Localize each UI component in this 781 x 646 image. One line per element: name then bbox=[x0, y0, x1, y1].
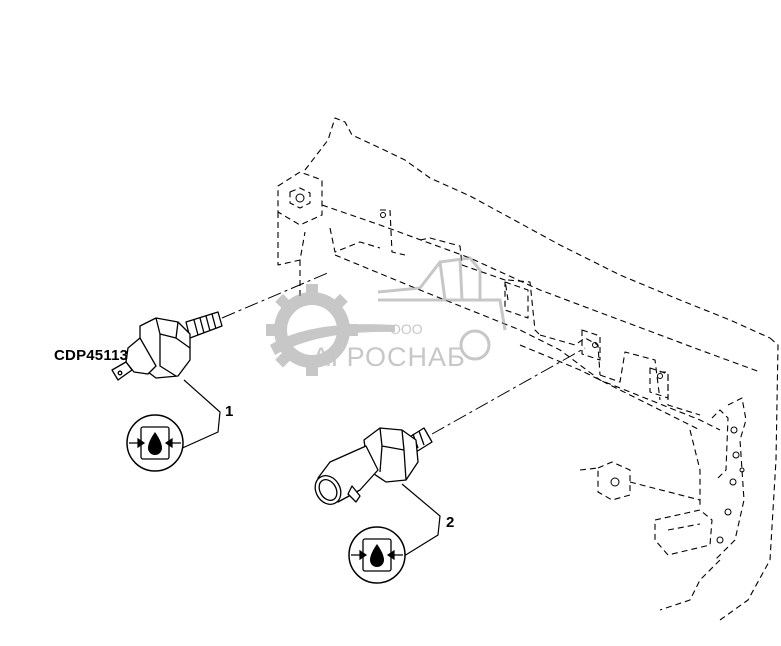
arrow-right-icon bbox=[129, 437, 146, 449]
oil-pressure-symbol-2 bbox=[348, 526, 406, 584]
oil-pressure-symbol-1 bbox=[126, 414, 184, 472]
harvester-icon bbox=[377, 256, 507, 361]
oil-drop-icon bbox=[148, 432, 162, 455]
figure-code: CDP45113 bbox=[54, 347, 129, 364]
watermark: ООО АГРОСНАБ bbox=[266, 256, 507, 376]
arrow-left-icon bbox=[164, 437, 181, 449]
watermark-prefix: ООО bbox=[390, 321, 423, 337]
arrow-right-icon bbox=[351, 549, 368, 561]
oil-pressure-sensor bbox=[314, 427, 433, 505]
callout-1: 1 bbox=[225, 403, 233, 420]
mounting-center-lines bbox=[221, 271, 586, 435]
oil-pressure-switch bbox=[111, 311, 223, 381]
oil-drop-icon bbox=[370, 544, 384, 567]
gear-icon bbox=[266, 284, 395, 376]
callout-2: 2 bbox=[446, 514, 454, 531]
engine-block-holes bbox=[295, 193, 745, 544]
engine-block-outline bbox=[277, 117, 779, 621]
leader-lines bbox=[177, 379, 441, 557]
watermark-brand: АГРОСНАБ bbox=[312, 342, 466, 372]
arrow-left-icon bbox=[386, 549, 403, 561]
